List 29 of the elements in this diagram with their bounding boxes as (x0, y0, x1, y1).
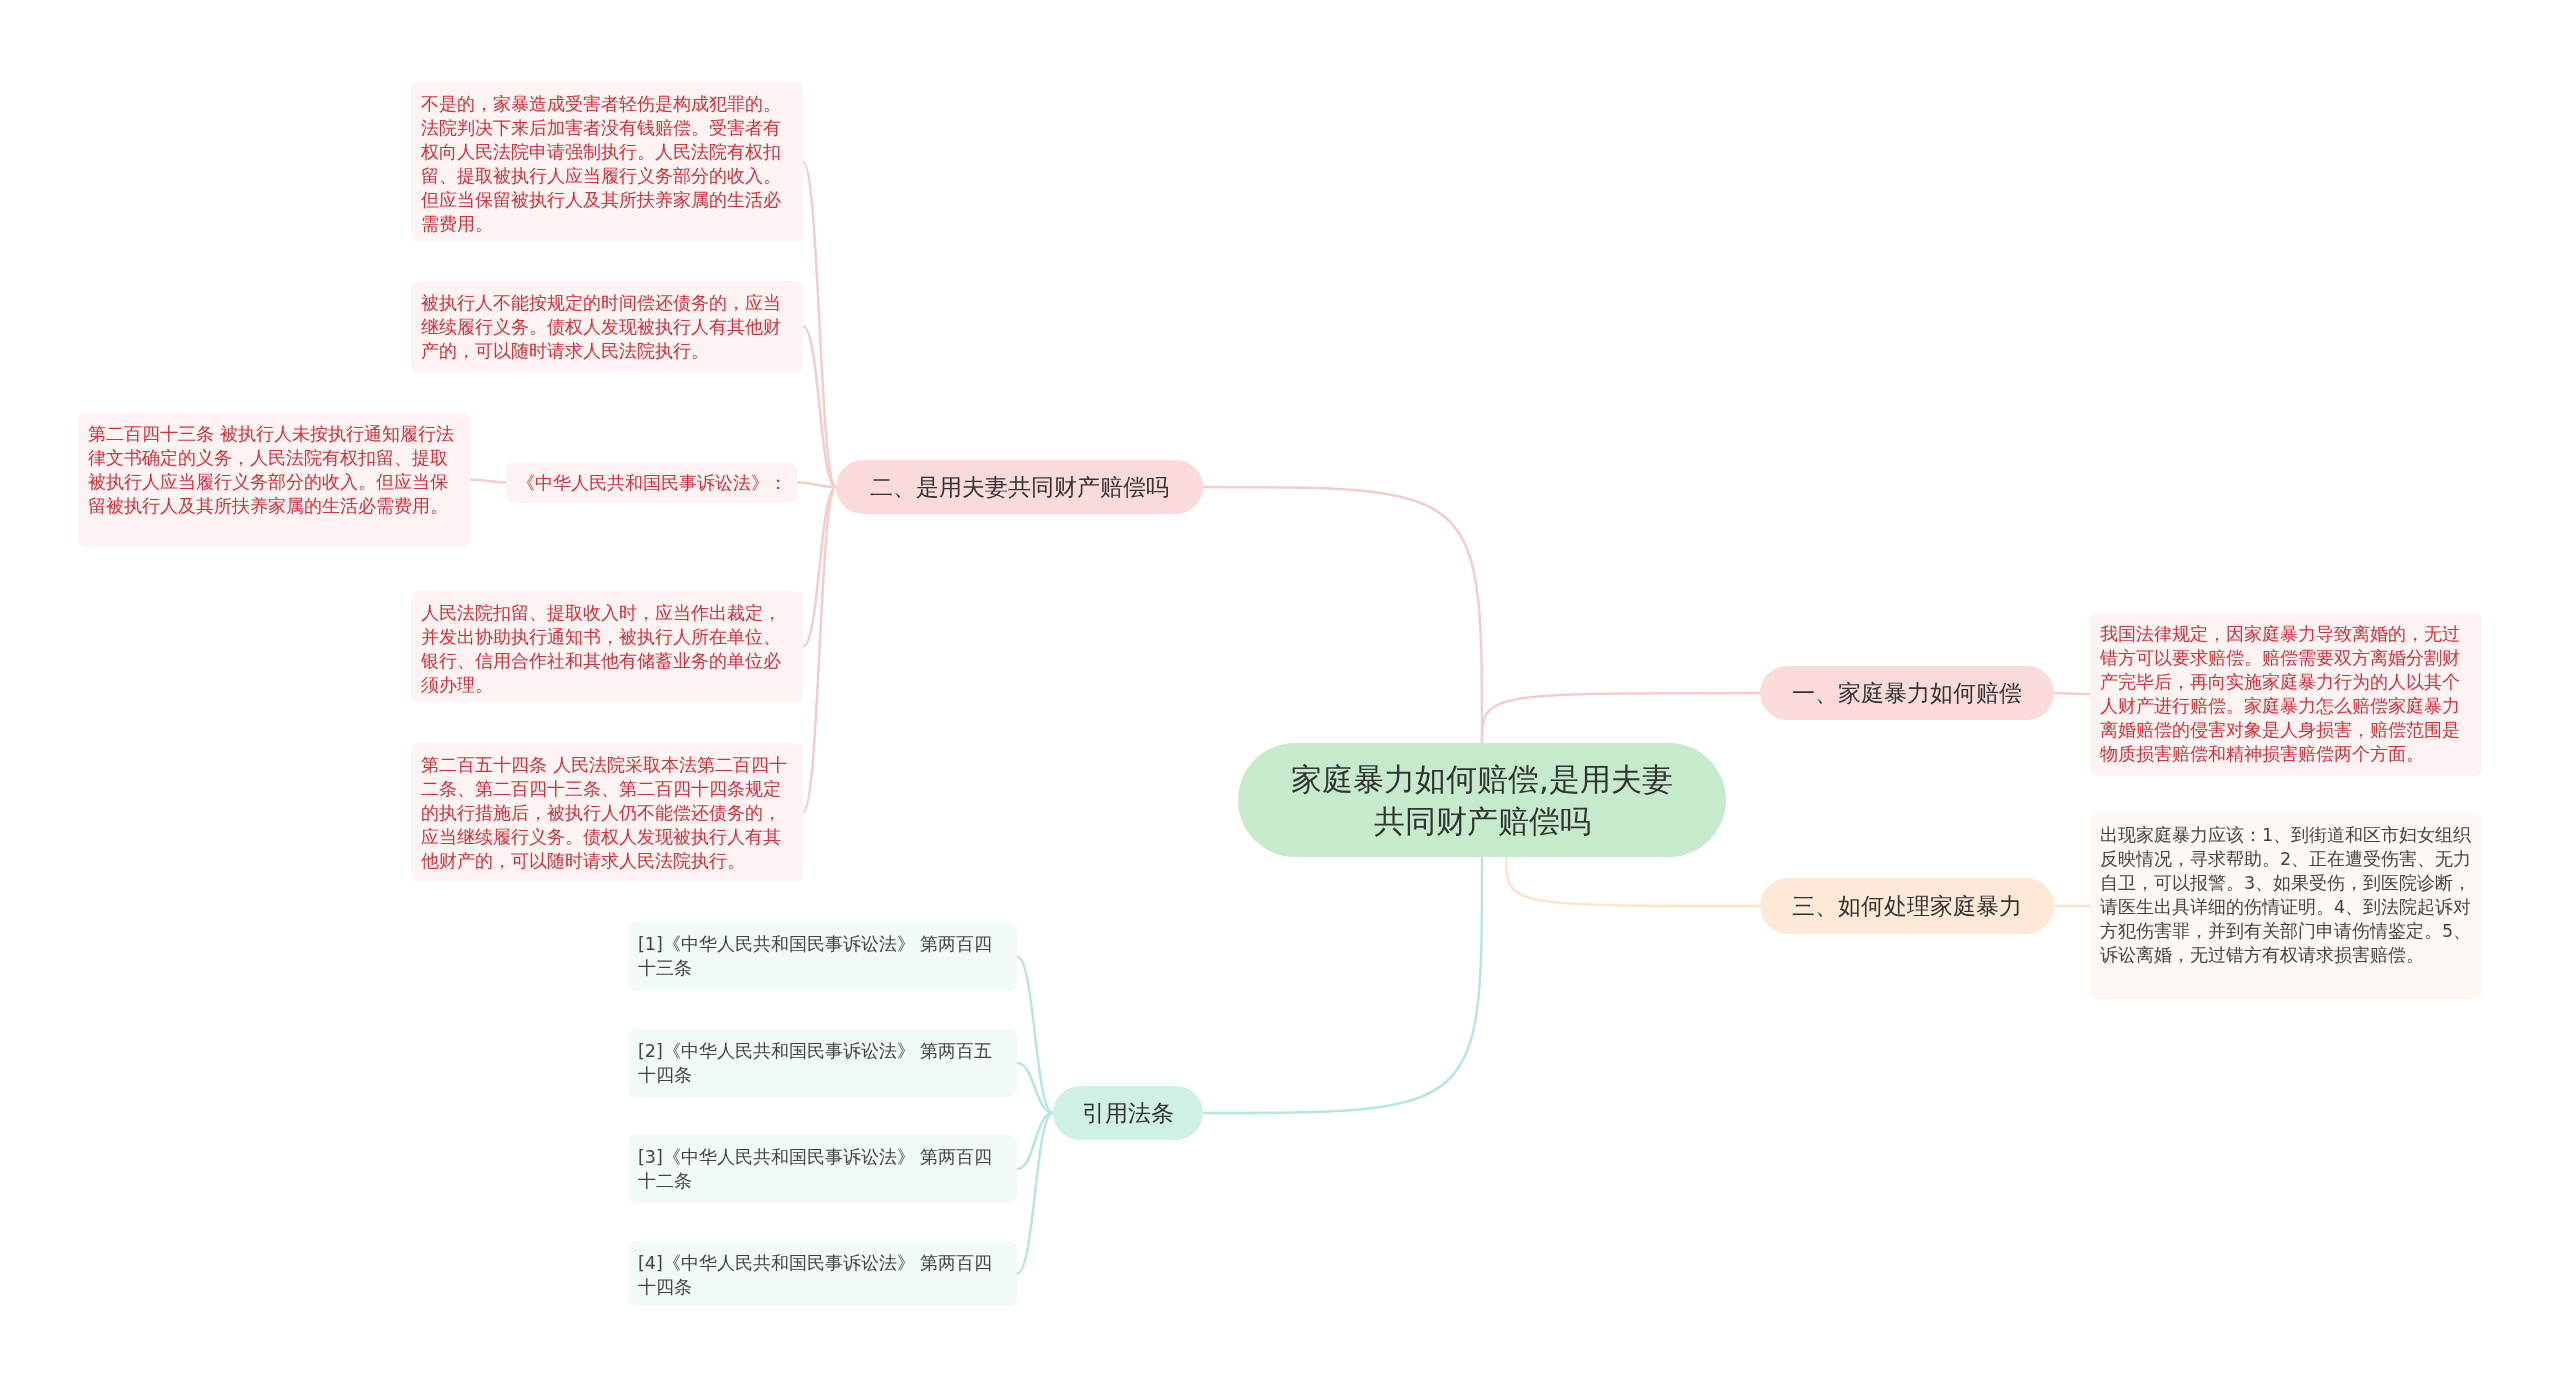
connector-line (2054, 904, 2090, 908)
connector-line (2054, 691, 2090, 696)
connector-line (1505, 857, 1760, 908)
reference-card: [1]《中华人民共和国民事诉讼法》 第两百四十三条 (628, 922, 1017, 991)
text-card: 人民法院扣留、提取收入时，应当作出裁定，并发出协助执行通知书，被执行人所在单位、银行、信用合作社和其他有储蓄业务的单位必须办理。 (411, 591, 803, 702)
connector-line (801, 161, 838, 488)
connector-line (801, 486, 838, 814)
reference-card: [3]《中华人民共和国民事诉讼法》 第两百四十二条 (628, 1135, 1017, 1203)
connector-line (802, 486, 837, 648)
reference-card: [4]《中华人民共和国民事诉讼法》 第两百四十四条 (628, 1241, 1017, 1306)
connector-line (1016, 955, 1054, 1114)
text-card: 出现家庭暴力应该：1、到街道和区市妇女组织反映情况，寻求帮助。2、正在遭受伤害、无力自卫，可以报警。3、如果受伤，到医院诊断，请医生出具详细的伤情证明。4、到法院起诉对方犯伤害罪，并到有关部门申请伤情鉴定。5、诉讼离婚，无过错方有权请求损害赔偿。 (2090, 813, 2482, 999)
branch-box: 引用法条 (1053, 1086, 1203, 1140)
text-card: 第二百四十三条 被执行人未按执行通知履行法律文书确定的义务，人民法院有权扣留、提取被执行人应当履行义务部分的收入。但应当保留被执行人及其所扶养家属的生活必需费用。 (78, 412, 470, 547)
branch-box: 三、如何处理家庭暴力 (1760, 878, 2054, 934)
connector-line (1480, 691, 1760, 743)
text-card: 我国法律规定，因家庭暴力导致离婚的，无过错方可以要求赔偿。赔偿需要双方离婚分割财产完毕后，再向实施家庭暴力行为的人以其个人财产进行赔偿。家庭暴力怎么赔偿家庭暴力离婚赔偿的侵害对象是人身损害，赔偿范围是物质损害赔偿和精神损害赔偿两个方面。 (2090, 612, 2482, 776)
branch-box: 二、是用夫妻共同财产赔偿吗 (836, 460, 1203, 514)
text-card: 不是的，家暴造成受害者轻伤是构成犯罪的。法院判决下来后加害者没有钱赔偿。受害者有权向人民法院申请强制执行。人民法院有权扣留、提取被执行人应当履行义务部分的收入。但应当保留被执行人及其所扶养家属的生活必需费用。 (411, 82, 803, 242)
reference-card: [2]《中华人民共和国民事诉讼法》 第两百五十四条 (628, 1029, 1017, 1097)
text-card: 《中华人民共和国民事诉讼法》： (506, 462, 797, 503)
branch-box: 一、家庭暴力如何赔偿 (1760, 666, 2054, 720)
connector-line (1203, 857, 1484, 1115)
text-card: 被执行人不能按规定的时间偿还债务的，应当继续履行义务。债权人发现被执行人有其他财产的，可以随时请求人民法院执行。 (411, 281, 803, 372)
connector-line (1016, 1112, 1054, 1275)
text-card: 第二百五十四条 人民法院采取本法第二百四十二条、第二百四十三条、第二百四十四条规定的执行措施后，被执行人仍不能偿还债务的，应当继续履行义务。债权人发现被执行人有其他财产的，可以随时请求人民法院执行。 (411, 743, 803, 882)
connector-line (802, 325, 837, 488)
root-node: 家庭暴力如何赔偿,是用夫妻共同财产赔偿吗 (1238, 743, 1726, 857)
connector-line (470, 478, 506, 484)
